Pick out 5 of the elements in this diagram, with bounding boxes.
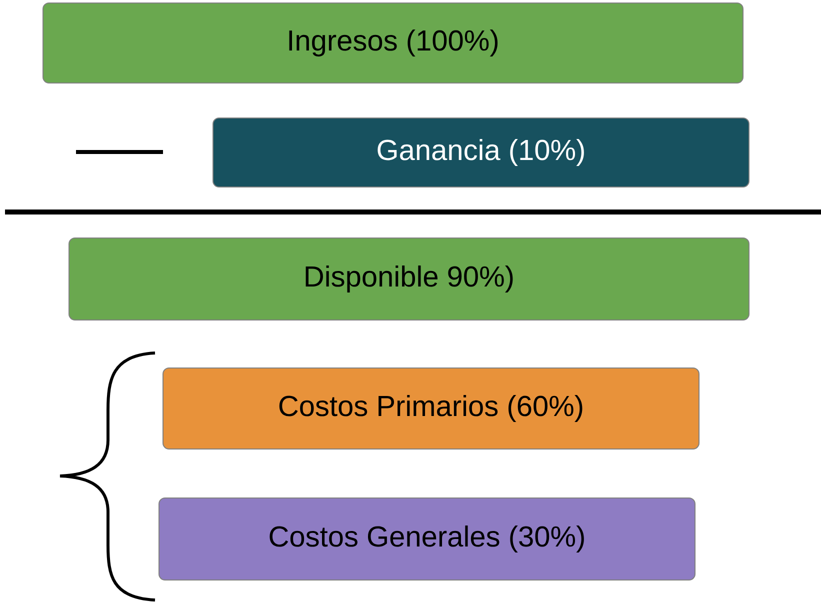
label-box: Ingresos (100%)	[42, 2, 744, 84]
label-box: Costos Generales (30%)	[158, 498, 696, 580]
label-box: Ganancia (10%)	[212, 118, 750, 188]
label-box: Disponible 90%)	[68, 238, 750, 320]
label-box: Costos Primarios (60%)	[162, 368, 700, 450]
